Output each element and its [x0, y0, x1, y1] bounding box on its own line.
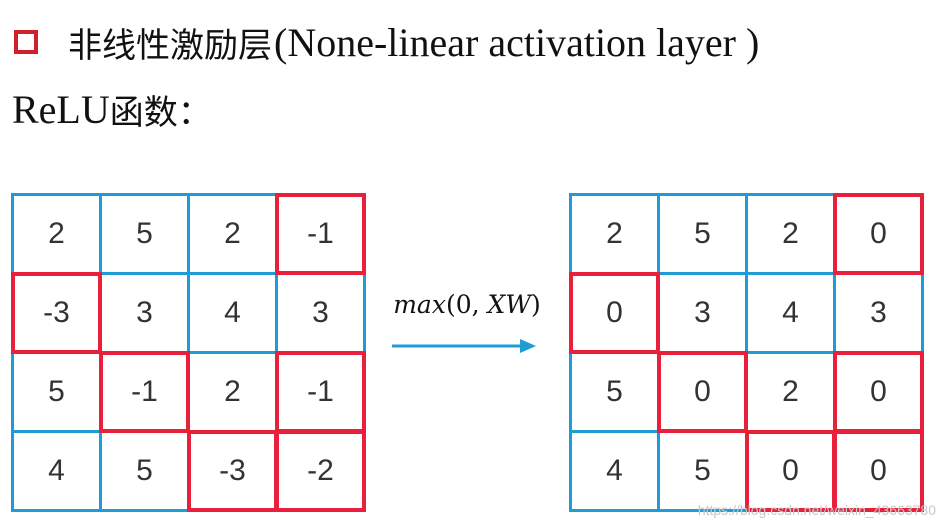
matrix-cell: 0 [833, 193, 924, 275]
matrix-cell: -2 [275, 430, 366, 512]
matrix-cell: 0 [569, 272, 660, 354]
matrix-cell: 5 [660, 196, 745, 272]
op-comma: , [471, 290, 488, 319]
matrix-cell: 2 [748, 354, 833, 430]
slide-subheading: ReLU 函数： [12, 82, 212, 136]
matrix-cell: -1 [275, 351, 366, 433]
slide-heading: 非线性激励层 (None-linear activation layer ) [14, 14, 759, 70]
matrix-cell: -1 [275, 193, 366, 275]
matrix-cell: 5 [660, 433, 745, 509]
matrix-cell: 5 [14, 354, 99, 430]
subheading-cjk: 函数： [109, 92, 212, 133]
matrix-cell: 2 [748, 196, 833, 272]
relu-operation-label: max(0, XW) [378, 290, 556, 319]
matrix-cell: 0 [833, 351, 924, 433]
op-xw: XW [487, 290, 532, 319]
matrix-cell: -3 [11, 272, 102, 354]
matrix-cell: -3 [187, 430, 278, 512]
heading-latin: (None-linear activation layer ) [274, 19, 760, 65]
op-open: ( [445, 290, 456, 319]
matrix-cell: 4 [190, 275, 275, 351]
matrix-cell: 3 [660, 275, 745, 351]
matrix-cell: 2 [190, 196, 275, 272]
matrix-cell: 4 [572, 433, 657, 509]
matrix-cell: 2 [572, 196, 657, 272]
matrix-cell: 0 [657, 351, 748, 433]
matrix-cell: 2 [190, 354, 275, 430]
checkbox-bullet-icon [14, 30, 38, 54]
op-close: ) [531, 290, 541, 319]
subheading-latin: ReLU [12, 86, 110, 132]
matrix-cell: 5 [102, 196, 187, 272]
matrix-cell: -1 [99, 351, 190, 433]
matrix-cell: 4 [748, 275, 833, 351]
watermark: https://blog.csdn.net/weixin_43663780 [697, 502, 936, 518]
right-arrow-icon [392, 339, 536, 353]
op-zero: 0 [455, 290, 472, 319]
matrix-cell: 0 [745, 430, 836, 512]
matrix-cell: 3 [102, 275, 187, 351]
matrix-cell: 3 [836, 275, 921, 351]
matrix-cell: 3 [278, 275, 363, 351]
matrix-cell: 5 [102, 433, 187, 509]
matrix-cell: 2 [14, 196, 99, 272]
op-fn: max [393, 290, 446, 319]
matrix-cell: 5 [572, 354, 657, 430]
matrix-cell: 4 [14, 433, 99, 509]
heading-cjk: 非线性激励层 [68, 25, 272, 66]
matrix-cell: 0 [833, 430, 924, 512]
